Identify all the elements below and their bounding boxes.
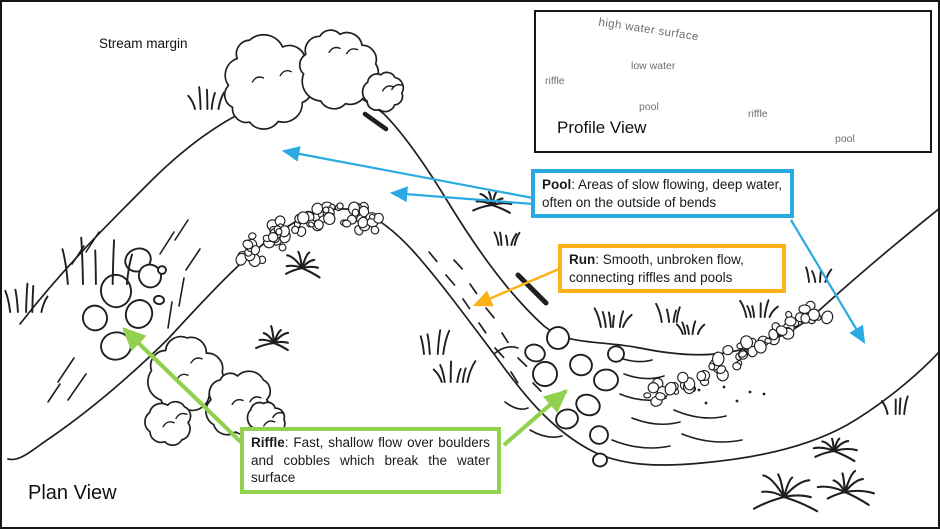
plan-view-label: Plan View <box>28 482 117 504</box>
stream-margin-label: Stream margin <box>99 36 188 51</box>
high-water-surface-label: high water surface <box>597 16 700 44</box>
pool-right-label: pool <box>835 133 855 145</box>
run-term: Run <box>569 252 596 267</box>
riffle-desc: : Fast, shallow flow over boulders and c… <box>251 435 490 486</box>
pool-callout: Pool: Areas of slow flowing, deep water,… <box>531 169 794 219</box>
pool-left-label: pool <box>639 101 659 113</box>
pool-term: Pool <box>542 177 572 192</box>
profile-view-title: Profile View <box>557 118 647 137</box>
riffle-left-label: riffle <box>545 75 565 87</box>
riffle-term: Riffle <box>251 435 285 450</box>
run-desc: : Smooth, unbroken flow, connecting riff… <box>569 252 744 285</box>
run-callout: Run: Smooth, unbroken flow, connecting r… <box>558 244 786 294</box>
pool-desc: : Areas of slow flowing, deep water, oft… <box>542 177 783 210</box>
low-water-label: low water <box>631 60 676 72</box>
profile-view-inset: high water surface low water riffle pool… <box>534 10 932 153</box>
riffle-right-label: riffle <box>748 108 768 120</box>
riffle-callout: Riffle: Fast, shallow flow over boulders… <box>240 427 501 494</box>
